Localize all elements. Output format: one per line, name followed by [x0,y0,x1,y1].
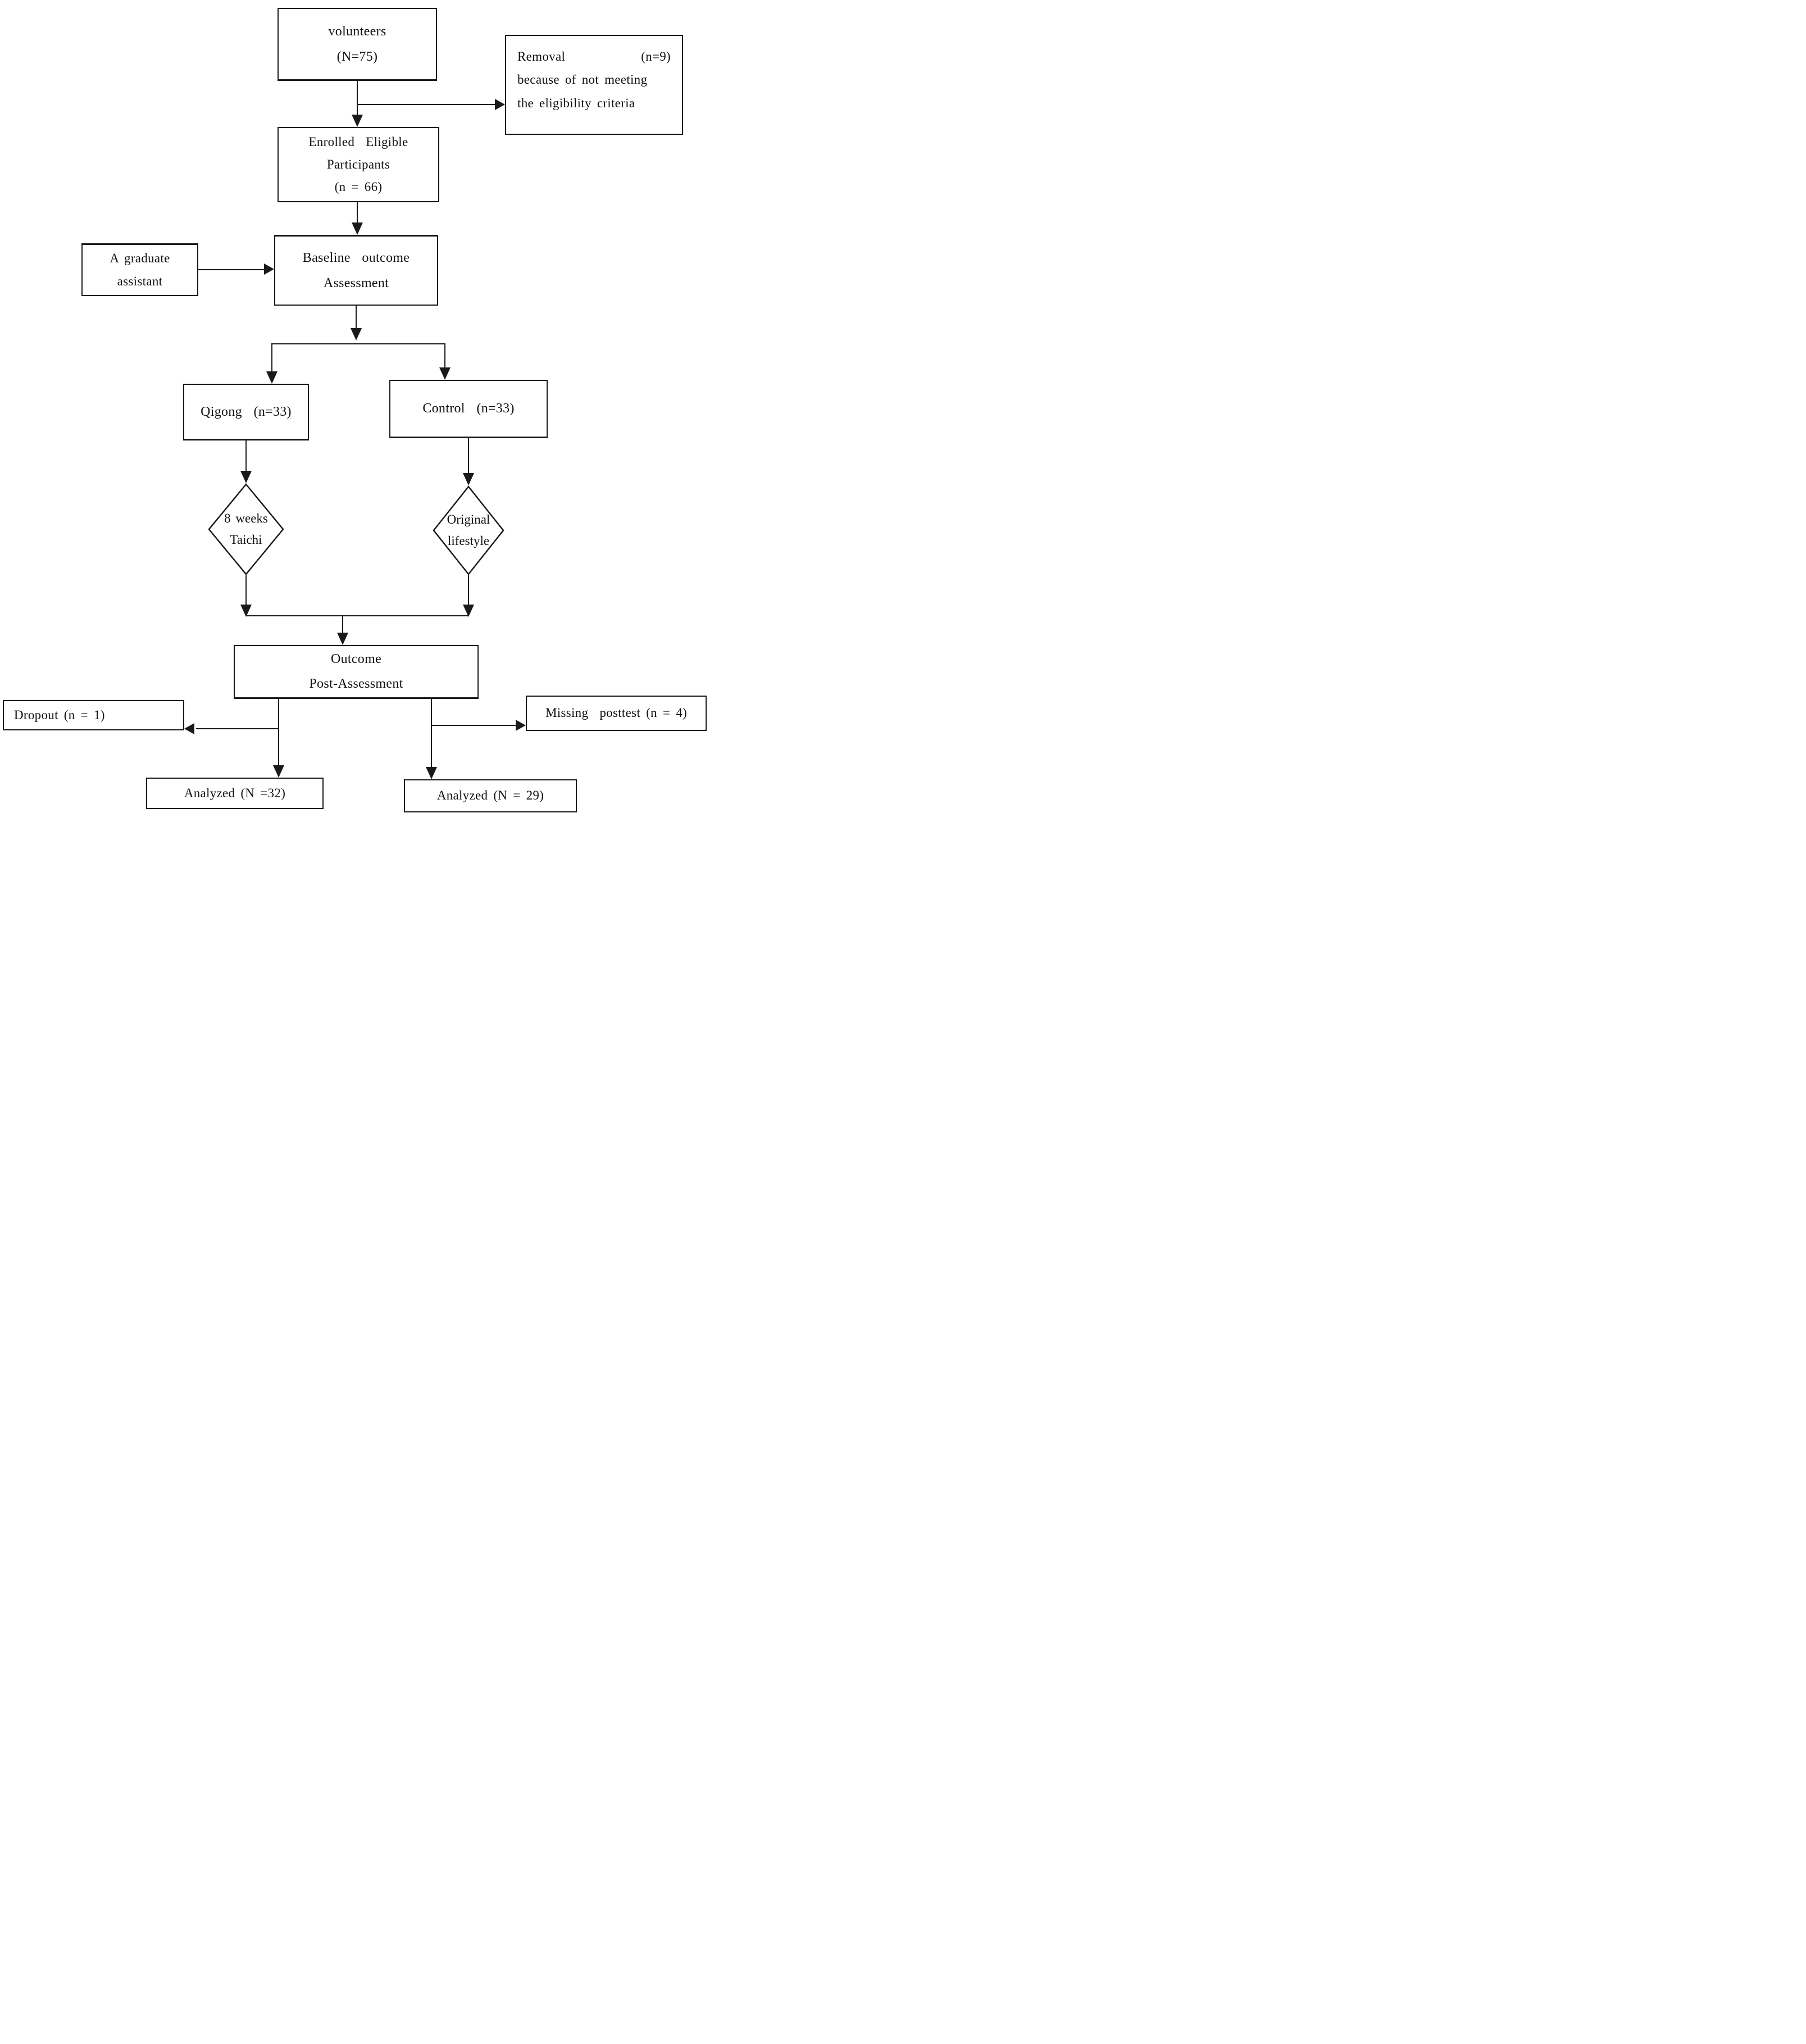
baseline-label: Baseline outcome Assessment [302,251,410,290]
lifestyle-diamond-shape [433,485,504,575]
taichi-diamond-shape [208,483,284,575]
volunteers-label: volunteers (N=75) [328,24,386,64]
removal-count: (n=9) [641,49,671,63]
analyzed-control-box: Analyzed (N = 29) [404,779,577,812]
graduate-assistant-label: A graduate assistant [110,251,170,288]
connector-volunteers-enrolled [357,81,358,117]
enrolled-box: Enrolled Eligible Participants (n = 66) [278,127,439,202]
analyzed-qigong-label: Analyzed (N =32) [184,785,286,800]
arrowhead-into-qigong [266,371,278,384]
missing-posttest-label: Missing posttest (n = 4) [545,706,687,720]
control-label: Control (n=33) [422,401,515,416]
arrowhead-into-lifestyle [463,473,474,485]
connector-branch-dropout [196,728,279,729]
lifestyle-diamond-label: Original lifestyle [447,512,490,548]
connector-split-qigong [271,343,272,373]
removal-line1: Removal (n=9) [517,45,671,68]
arrowhead-into-outcome [337,633,348,645]
arrowhead-baseline-split [351,328,362,340]
outcome-label: Outcome Post-Assessment [309,652,403,691]
qigong-label: Qigong (n=33) [201,404,292,419]
arrowhead-into-analyzed-control [426,767,437,779]
arrowhead-lifestyle-collector [463,605,474,617]
connector-outcome-analyzed-qigong [278,699,279,766]
qigong-box: Qigong (n=33) [183,384,309,440]
graduate-assistant-box: A graduate assistant [81,243,198,296]
outcome-box: Outcome Post-Assessment [234,645,479,699]
connector-branch-missing [431,725,516,726]
analyzed-control-label: Analyzed (N = 29) [436,788,544,803]
connector-split-bar [271,343,445,344]
connector-taichi-collector [245,575,247,606]
connector-collector-bar [245,615,469,616]
connector-outcome-analyzed-control [431,699,432,768]
taichi-diamond-label: 8 weeks Taichi [224,511,268,547]
missing-posttest-box: Missing posttest (n = 4) [526,696,707,731]
enrolled-label: Enrolled Eligible Participants (n = 66) [308,134,408,194]
volunteers-box: volunteers (N=75) [278,8,437,81]
dropout-label: Dropout (n = 1) [14,707,105,722]
arrowhead-into-control [439,367,451,380]
participant-flow-diagram: volunteers (N=75) Removal (n=9) because … [0,0,722,818]
connector-branch-removal [357,104,495,105]
lifestyle-diamond: Original lifestyle [433,485,504,575]
removal-title: Removal [517,49,566,63]
removal-line2: because of not meeting [517,72,648,87]
connector-enrolled-baseline [357,202,358,224]
arrowhead-into-baseline [352,222,363,235]
dropout-box: Dropout (n = 1) [3,700,184,730]
connector-collector-outcome [342,616,343,634]
connector-lifestyle-collector [468,575,469,606]
arrowhead-into-analyzed-qigong [273,765,284,778]
analyzed-qigong-box: Analyzed (N =32) [146,778,324,809]
arrowhead-assistant-into-baseline [264,264,274,275]
connector-control-lifestyle [468,438,469,474]
taichi-diamond: 8 weeks Taichi [208,483,284,575]
connector-qigong-taichi [245,440,247,472]
arrowhead-into-removal [495,99,505,110]
connector-assistant-baseline [198,269,264,270]
arrowhead-into-taichi [240,471,252,483]
arrowhead-into-missing [516,720,526,731]
removal-box: Removal (n=9) because of not meeting the… [505,35,683,135]
arrowhead-into-enrolled [352,115,363,127]
baseline-box: Baseline outcome Assessment [274,235,438,306]
connector-split-control [444,343,445,369]
control-box: Control (n=33) [389,380,548,438]
removal-line3: the eligibility criteria [517,96,635,110]
connector-baseline-split [356,306,357,329]
arrowhead-into-dropout [184,723,194,734]
arrowhead-taichi-collector [240,605,252,617]
